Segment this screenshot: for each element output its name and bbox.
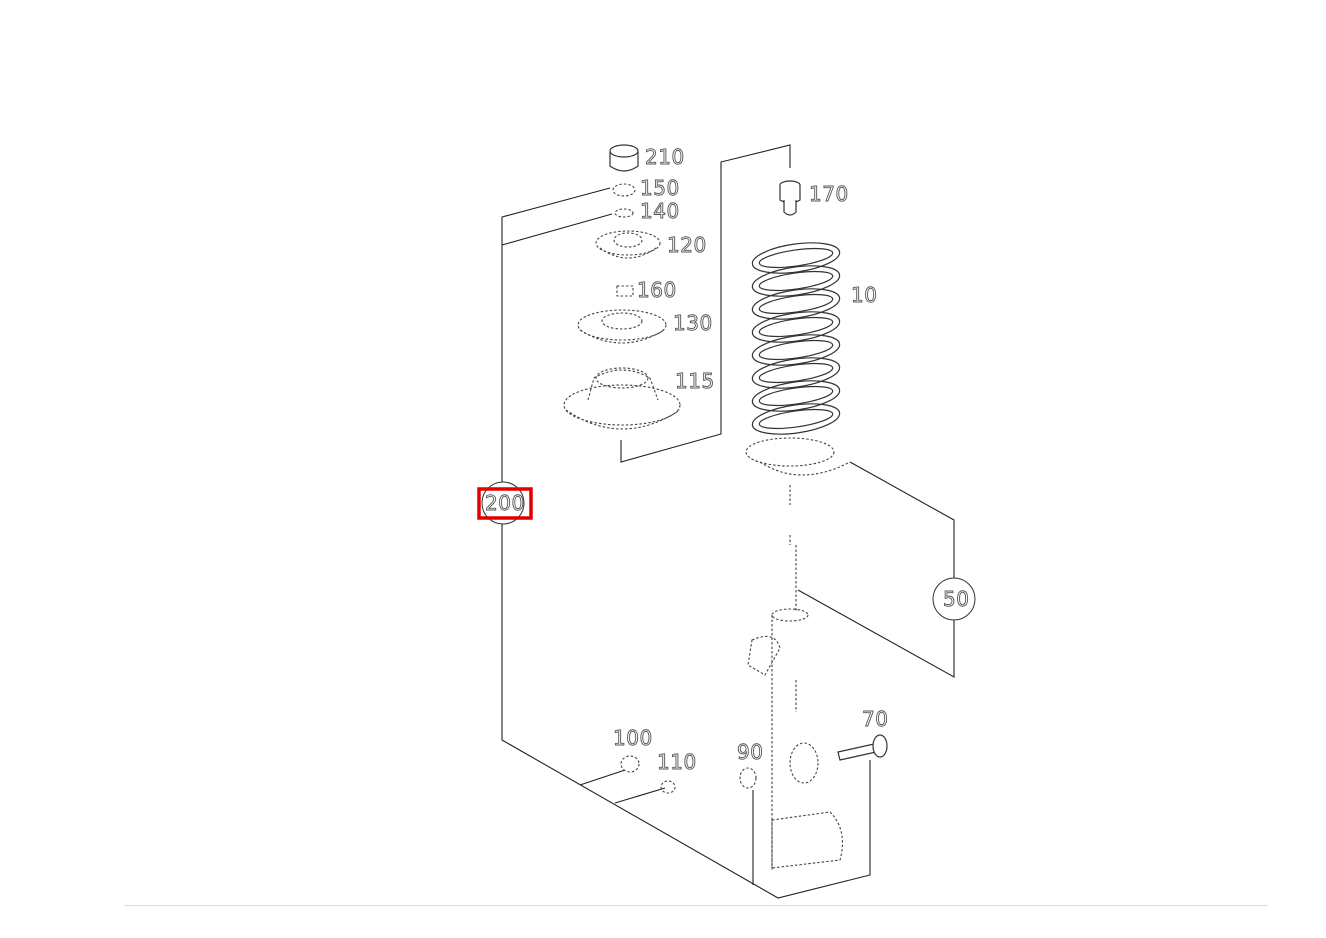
callout-210[interactable]: 210 [645,145,685,170]
part-70-bolt[interactable] [837,734,888,761]
group-50-callout[interactable]: 50 [932,577,976,621]
callout-170[interactable]: 170 [809,182,849,207]
spring-seat [745,437,851,505]
part-170-bump-stop[interactable] [779,180,801,216]
callout-200[interactable]: 200 [485,491,525,516]
group-200-callout[interactable]: 200 [477,481,533,525]
part-140-washer[interactable] [614,208,634,218]
callout-10[interactable]: 10 [851,283,878,308]
selection-highlight [477,487,533,520]
callout-115[interactable]: 115 [675,369,715,394]
part-150-ring[interactable] [612,183,636,197]
part-120-bearing[interactable] [595,230,661,259]
part-10-coil-spring[interactable] [750,238,841,439]
part-210-cap[interactable] [609,144,639,172]
part-130-plate[interactable] [577,309,667,344]
callout-50[interactable]: 50 [943,587,970,612]
part-115-mount[interactable] [563,367,681,430]
callout-150[interactable]: 150 [640,176,680,201]
part-90-nut[interactable] [739,767,757,789]
callout-160[interactable]: 160 [637,278,677,303]
callout-140[interactable]: 140 [640,199,680,224]
part-100-nut[interactable] [620,755,640,773]
group-lines [501,144,955,899]
callout-120[interactable]: 120 [667,233,707,258]
shock-absorber [747,535,843,870]
part-160-nut[interactable] [616,285,634,297]
callout-90[interactable]: 90 [737,740,764,765]
callout-70[interactable]: 70 [862,707,889,732]
callout-130[interactable]: 130 [673,311,713,336]
bottom-divider [124,905,1268,906]
part-110-washer[interactable] [660,780,676,794]
callout-110[interactable]: 110 [657,750,697,775]
callout-100[interactable]: 100 [613,726,653,751]
